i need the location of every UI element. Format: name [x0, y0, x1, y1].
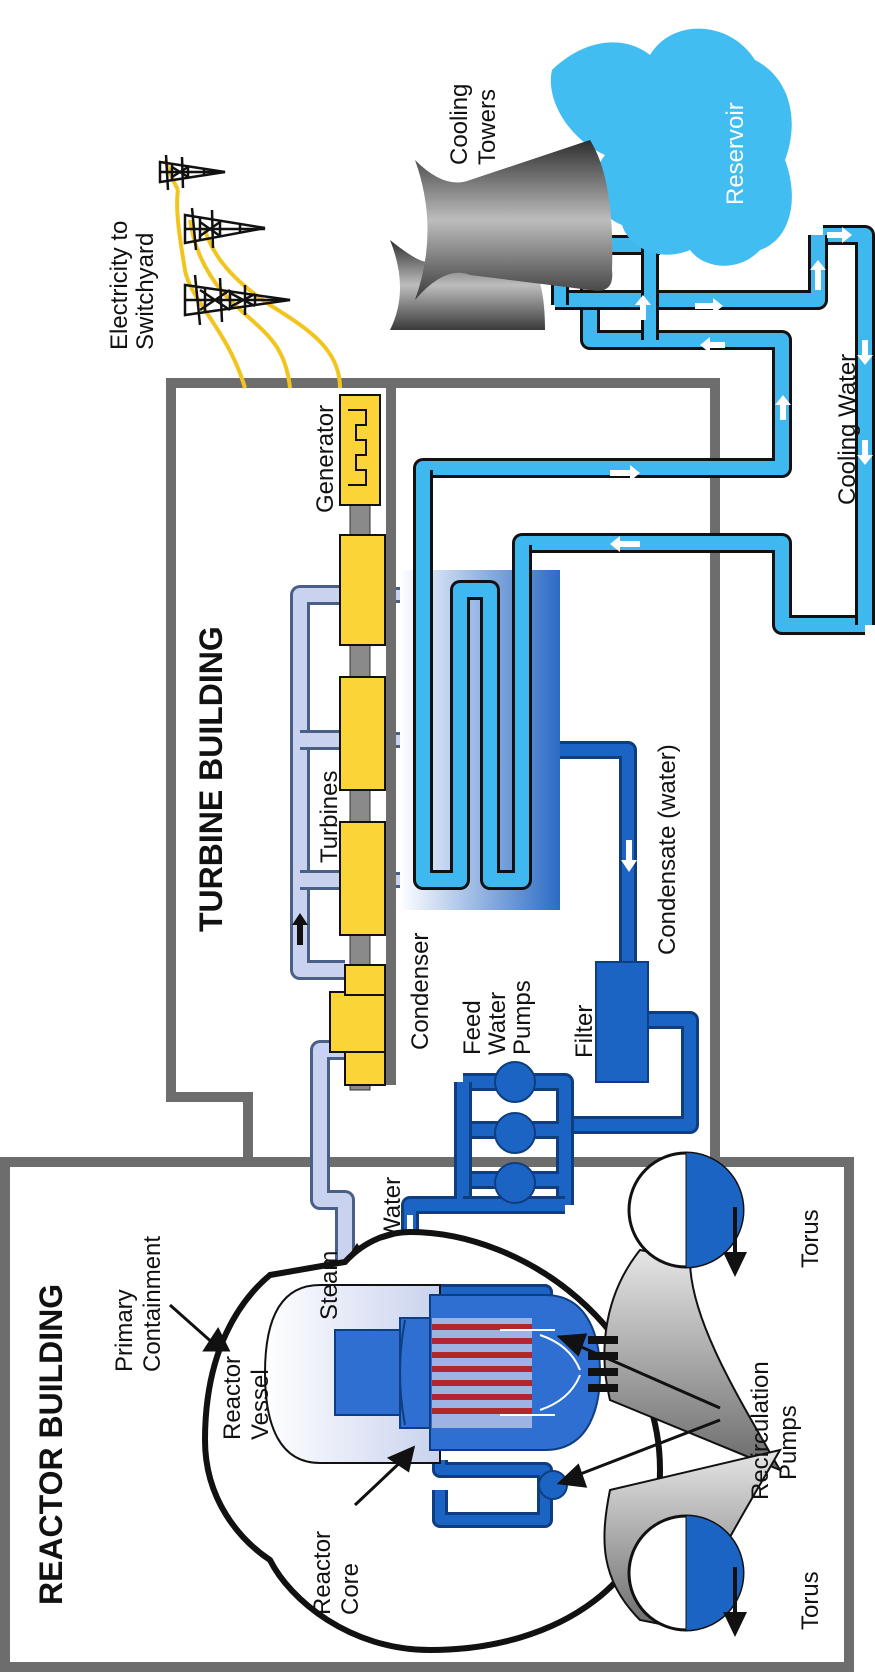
turbine-3 — [339, 534, 386, 646]
cooling-towers-label-1: Cooling — [446, 84, 473, 165]
arrow-icon — [556, 1333, 588, 1357]
feed-water-pumps-label-2: Water — [484, 992, 511, 1055]
turbine-generator — [329, 385, 396, 1091]
torus-top — [627, 1151, 747, 1277]
turbines-label: Turbines — [316, 771, 343, 863]
annotation-arrows — [169, 1303, 721, 1507]
cooling-water-label: Cooling Water — [834, 354, 861, 505]
transmission-tower-icon — [183, 207, 266, 251]
recirculation-pumps-label-2: Pumps — [775, 1405, 802, 1480]
electricity-label-2: Switchyard — [132, 233, 159, 350]
arrow-icon — [810, 260, 826, 290]
turbine-1 — [339, 821, 386, 936]
arrow-icon — [621, 840, 637, 872]
arrow-icon — [202, 1326, 231, 1352]
torus-bottom — [627, 1514, 747, 1637]
arrow-icon — [386, 1445, 416, 1473]
pump-icon — [494, 1061, 536, 1103]
primary-containment-label-2: Containment — [139, 1236, 166, 1372]
electricity-label-1: Electricity to — [106, 221, 133, 350]
feed-water-pumps-label-3: Pumps — [509, 980, 536, 1055]
transmission-tower-icon — [158, 154, 226, 191]
reactor-vessel-label-2: Vessel — [247, 1369, 274, 1440]
cooling-towers: Cooling Towers — [390, 84, 613, 330]
pump-icon — [494, 1162, 536, 1204]
arrow-icon — [700, 337, 725, 353]
generator-label: Generator — [312, 405, 339, 513]
feed-water-pumps — [494, 1061, 536, 1204]
condenser-label: Condenser — [407, 933, 434, 1050]
feed-water-pumps-label-1: Feed — [459, 1000, 486, 1055]
arrow-icon — [695, 298, 723, 314]
reactor-building-title: REACTOR BUILDING — [33, 1284, 69, 1605]
power-lines — [163, 158, 342, 389]
generator — [339, 394, 381, 506]
condenser — [400, 470, 560, 910]
arrow-icon — [292, 913, 308, 945]
condensate-label: Condensate (water) — [654, 744, 681, 955]
pump-icon — [494, 1112, 536, 1154]
recirculation-pumps-label-1: Recirculation — [747, 1361, 774, 1500]
arrow-icon — [610, 536, 640, 552]
steam-label: Steam — [316, 1251, 343, 1320]
reservoir-label: Reservoir — [722, 102, 749, 205]
water-label: Water — [379, 1177, 406, 1240]
arrow-icon — [857, 340, 873, 365]
reservoir: Reservoir — [550, 28, 792, 266]
core-flow-arrows — [500, 1329, 581, 1416]
cooling-flow-arrows — [610, 227, 873, 552]
arrow-icon — [857, 440, 873, 465]
turbine-building — [166, 378, 720, 1167]
transmission-tower-icon — [183, 274, 291, 326]
reactor-vessel-label-1: Reactor — [219, 1356, 246, 1440]
arrow-icon — [610, 465, 640, 481]
arrow-icon — [635, 295, 651, 320]
cooling-tower-icon — [415, 140, 613, 300]
turbine-building-title: TURBINE BUILDING — [193, 626, 229, 932]
turbine-2 — [339, 676, 386, 791]
filter — [595, 961, 649, 1083]
arrow-icon — [775, 395, 791, 420]
torus-top-label: Torus — [797, 1209, 824, 1268]
reactor-core-label-2: Core — [337, 1563, 364, 1615]
arrow-icon — [556, 1463, 588, 1488]
arrow-icon — [827, 227, 852, 243]
torus-bottom-label: Torus — [797, 1571, 824, 1630]
transmission-towers — [158, 154, 291, 326]
primary-containment-label-1: Primary — [111, 1289, 138, 1372]
cooling-towers-label-2: Towers — [474, 89, 501, 165]
filter-label: Filter — [571, 1005, 598, 1058]
reactor-core-label-1: Reactor — [309, 1531, 336, 1615]
pump-icon — [538, 1470, 568, 1500]
